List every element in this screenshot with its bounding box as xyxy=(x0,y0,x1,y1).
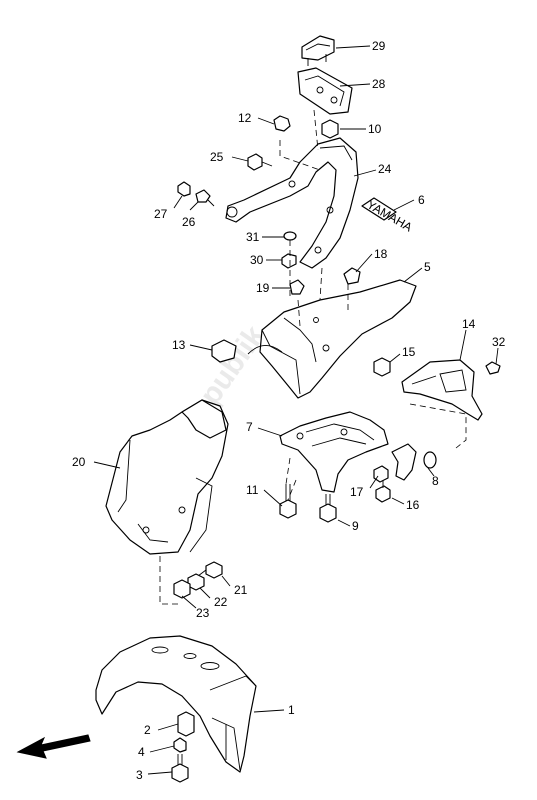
part-21-bolt xyxy=(197,561,223,579)
callout-11: 11 xyxy=(246,483,259,497)
part-32-cap xyxy=(485,361,501,375)
part-31-collar xyxy=(283,231,297,241)
callout-25: 25 xyxy=(210,150,224,164)
callout-21: 21 xyxy=(234,583,248,597)
part-24-stay xyxy=(225,137,359,269)
callout-13: 13 xyxy=(172,338,186,352)
callout-30: 30 xyxy=(250,253,264,267)
part-17-nut xyxy=(373,465,389,483)
callout-labels: 29 28 10 12 25 24 27 26 6 31 30 18 19 5 … xyxy=(72,39,506,782)
part-5-rear-fender xyxy=(247,279,417,399)
part-13-clip xyxy=(211,339,237,363)
part-29-bracket xyxy=(301,35,335,66)
part-7-flap xyxy=(279,411,389,493)
callout-26: 26 xyxy=(182,215,196,229)
callout-29: 29 xyxy=(372,39,386,53)
callout-17: 17 xyxy=(350,485,364,499)
part-6-emblem: YAMAHA xyxy=(361,197,415,234)
part-23-collar xyxy=(173,579,191,599)
callout-7: 7 xyxy=(246,420,253,434)
part-27-nut xyxy=(177,181,191,197)
part-9-bolt xyxy=(319,494,337,523)
callout-3: 3 xyxy=(136,768,143,782)
part-30-nut xyxy=(281,253,297,269)
callout-6: 6 xyxy=(418,193,425,207)
part-4-nut xyxy=(173,737,187,753)
part-26-bolt xyxy=(195,189,215,207)
callout-12: 12 xyxy=(238,111,252,125)
callout-27: 27 xyxy=(154,207,168,221)
callout-32: 32 xyxy=(492,335,506,349)
part-10-nut xyxy=(321,119,339,139)
callout-2: 2 xyxy=(144,723,151,737)
part-3-bolt xyxy=(171,754,189,783)
callout-8: 8 xyxy=(432,474,439,488)
front-arrow-icon xyxy=(16,734,91,759)
callout-9: 9 xyxy=(352,519,359,533)
callout-19: 19 xyxy=(256,281,270,295)
part-25-bolt xyxy=(247,153,273,171)
callout-31: 31 xyxy=(246,230,260,244)
callout-28: 28 xyxy=(372,77,386,91)
callout-22: 22 xyxy=(214,595,228,609)
part-14-cover xyxy=(401,359,483,421)
part-1-front-fender xyxy=(95,635,257,773)
callout-4: 4 xyxy=(138,745,145,759)
callout-18: 18 xyxy=(374,247,388,261)
assembly-lines xyxy=(159,109,467,605)
part-11-bolt xyxy=(279,484,297,519)
part-15-grommet xyxy=(373,357,391,377)
callout-15: 15 xyxy=(402,345,416,359)
part-28-plate xyxy=(297,67,353,115)
part-19-clip xyxy=(289,279,305,295)
callout-24: 24 xyxy=(378,162,392,176)
callout-16: 16 xyxy=(406,498,420,512)
callout-23: 23 xyxy=(196,606,210,620)
leader-lines xyxy=(93,45,499,775)
part-2-collar xyxy=(177,711,195,737)
callout-1: 1 xyxy=(288,703,295,717)
callout-10: 10 xyxy=(368,122,382,136)
part-12-nut xyxy=(273,115,291,132)
part-16-bolt xyxy=(375,480,391,503)
callout-14: 14 xyxy=(462,317,476,331)
part-20-inner-fender xyxy=(105,399,229,555)
callout-20: 20 xyxy=(72,455,86,469)
part-8-bracket xyxy=(391,443,437,481)
callout-5: 5 xyxy=(424,260,431,274)
